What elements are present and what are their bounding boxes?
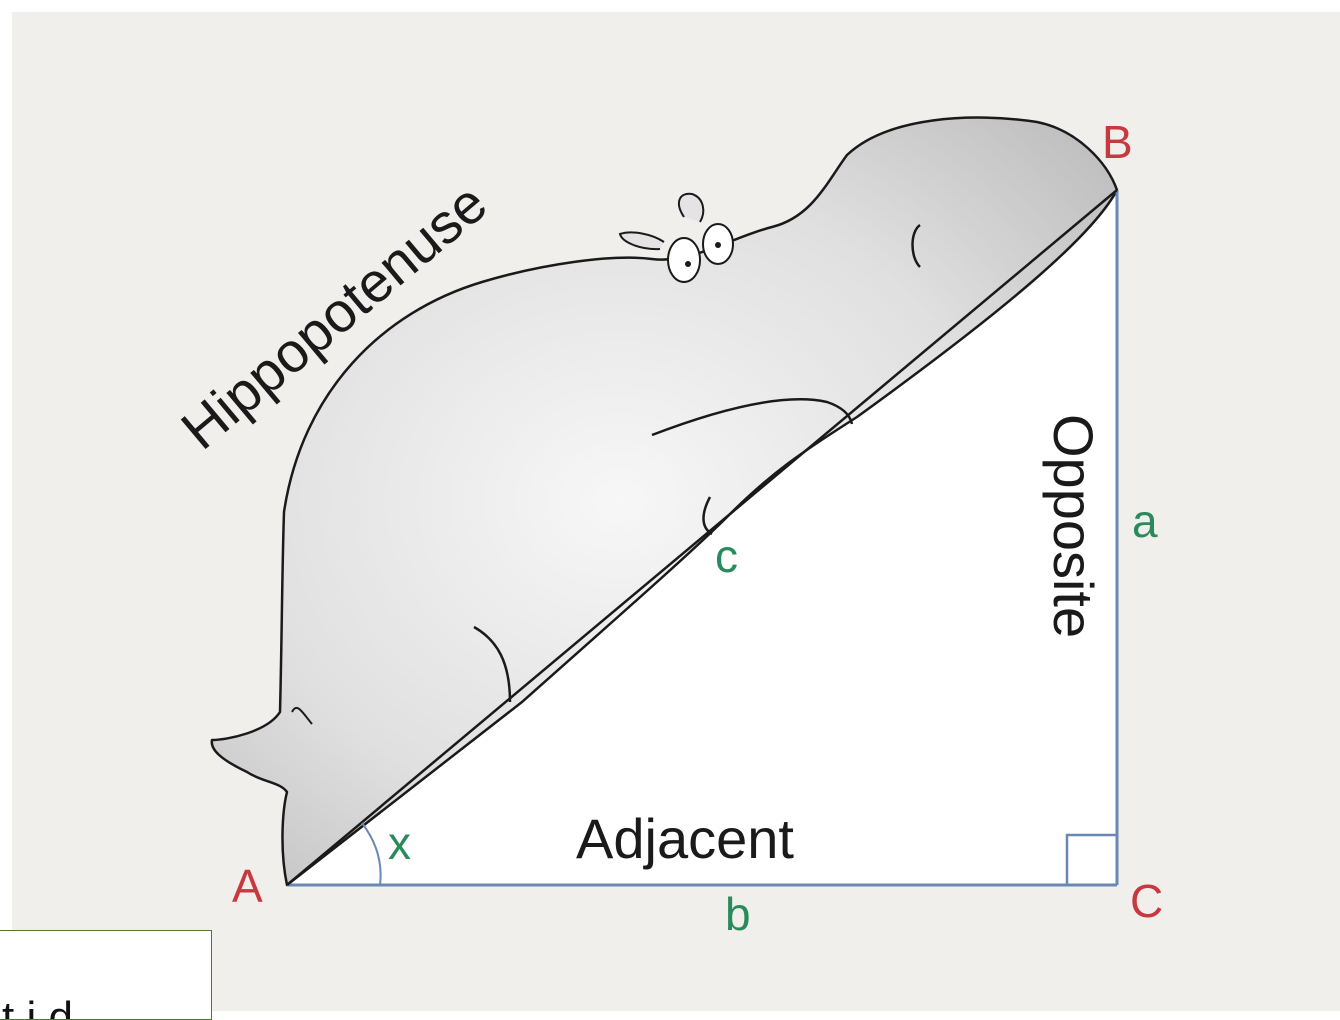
vertex-b-label: B bbox=[1102, 116, 1133, 168]
hippo-pupil-left bbox=[685, 261, 691, 267]
side-b-letter: b bbox=[725, 888, 751, 940]
hippo-ear-right bbox=[677, 192, 705, 223]
vertex-c-label: C bbox=[1130, 875, 1163, 927]
hippo-back-leg bbox=[473, 625, 512, 703]
triangle-diagram-svg: Hippopotenuse Opposite Adjacent A B C a … bbox=[169, 116, 1163, 940]
vertex-a-label: A bbox=[232, 860, 263, 912]
caption-box: t i d bbox=[0, 930, 212, 1020]
side-a-letter: a bbox=[1132, 495, 1158, 547]
hypotenuse-line bbox=[286, 189, 1118, 886]
right-triangle-figure: Hippopotenuse Opposite Adjacent A B C a … bbox=[12, 12, 1340, 1011]
adjacent-label: Adjacent bbox=[576, 807, 794, 870]
hippo-eye-left bbox=[667, 237, 701, 283]
caption-text: t i d bbox=[2, 993, 73, 1020]
hippo-pupil-right bbox=[715, 242, 721, 248]
hippo-tail bbox=[291, 706, 313, 725]
side-c-letter: c bbox=[715, 530, 738, 582]
angle-x-label: x bbox=[388, 817, 411, 869]
hippo-front-leg bbox=[651, 398, 854, 437]
hippo-nostril bbox=[911, 223, 921, 268]
angle-x-arc bbox=[361, 822, 382, 886]
opposite-label: Opposite bbox=[1042, 414, 1105, 638]
hippo-ear-left bbox=[618, 231, 665, 251]
right-angle-marker bbox=[1065, 833, 1117, 885]
